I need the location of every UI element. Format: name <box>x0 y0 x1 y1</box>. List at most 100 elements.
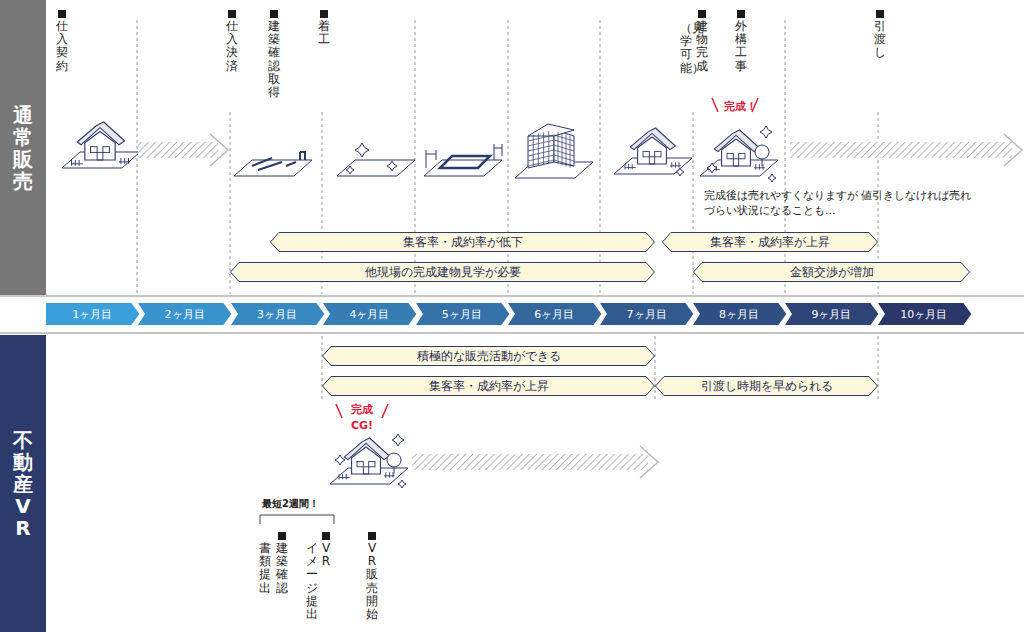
section-title: 通常販売 <box>13 104 33 192</box>
month-chevron: 7ヶ月目 <box>600 303 692 325</box>
sparkle <box>335 455 345 465</box>
month-chevron: 4ヶ月目 <box>323 303 415 325</box>
milestone-label: 建築確認 <box>276 542 288 595</box>
milestone-label: 仕入決済 <box>226 20 238 73</box>
band-label: 金額交渉が増加 <box>790 265 874 280</box>
effect-band: 他現場の完成建物見学が必要 <box>230 262 655 282</box>
grid-line <box>655 336 656 400</box>
sparkle <box>392 434 404 446</box>
milestone-label: 書類提出 <box>259 542 271 595</box>
month-label: 6ヶ月目 <box>534 307 574 322</box>
milestone-marker <box>698 10 706 18</box>
band-label: 集客率・成約率が上昇 <box>710 235 830 250</box>
tree-icon <box>387 453 401 467</box>
month-label: 2ヶ月目 <box>165 307 205 322</box>
sparkle <box>346 166 354 174</box>
band-label: 集客率・成約率が低下 <box>403 235 523 250</box>
sparkle <box>760 126 772 138</box>
effect-band: 集客率・成約率が上昇 <box>322 376 655 396</box>
completion-callout: 完成 CG! <box>345 402 379 434</box>
month-label: 10ヶ月目 <box>900 307 947 322</box>
band-label: 引渡し時期を早められる <box>701 379 833 394</box>
sparkle <box>355 143 369 157</box>
grid-line <box>137 20 138 294</box>
milestone-marker <box>320 10 328 18</box>
milestone-marker <box>737 10 745 18</box>
milestone-label: 建築確認取得 <box>268 20 280 99</box>
effect-band: 金額交渉が増加 <box>693 262 970 282</box>
month-chevron: 2ヶ月目 <box>138 303 230 325</box>
effect-band: 集客率・成約率が上昇 <box>662 232 878 252</box>
progress-arrow <box>138 142 218 158</box>
grid-line <box>693 112 694 294</box>
frame-icon <box>528 124 574 168</box>
milestone-marker <box>58 10 66 18</box>
month-chevron: 3ヶ月目 <box>231 303 323 325</box>
milestone-label: VR <box>320 542 332 568</box>
fence-icon <box>426 144 502 168</box>
progress-arrow <box>210 134 228 166</box>
month-label: 3ヶ月目 <box>257 307 297 322</box>
sparkle <box>768 174 776 182</box>
effect-band: 集客率・成約率が低下 <box>270 232 655 252</box>
foundation-icon <box>440 156 490 168</box>
month-chevron: 5ヶ月目 <box>416 303 508 325</box>
milestone-marker <box>368 532 376 540</box>
sparkle <box>676 168 684 176</box>
milestone-label: 建物完成 <box>696 20 708 73</box>
grid-line <box>508 20 509 294</box>
month-chevron: 1ヶ月目 <box>46 303 138 325</box>
progress-arrow <box>1004 134 1022 166</box>
lot-plot <box>515 162 593 178</box>
house-icon <box>625 128 681 169</box>
bracket <box>260 515 334 524</box>
divider-line <box>0 333 1024 334</box>
grid-line <box>230 112 231 294</box>
sparkle <box>398 480 406 488</box>
section-band: 不動産VR <box>0 335 46 632</box>
band-label: 他現場の完成建物見学が必要 <box>365 265 521 280</box>
lot-plot <box>234 160 312 176</box>
grid-line <box>785 20 786 294</box>
month-label: 9ヶ月目 <box>811 307 851 322</box>
milestone-marker <box>270 10 278 18</box>
milestone-label: 着工 <box>318 20 330 46</box>
band-label: 積極的な販売活動ができる <box>417 349 561 364</box>
month-label: 4ヶ月目 <box>349 307 389 322</box>
month-chevron: 8ヶ月目 <box>693 303 785 325</box>
materials-icon <box>252 152 306 170</box>
note-text: 完成後は売れやすくなりますが 値引きしなければ売れづらい状況になることも… <box>704 188 972 218</box>
house-icon <box>339 438 395 479</box>
note-text: 最短2週間！ <box>262 497 342 512</box>
sparkle <box>387 161 397 171</box>
section-title: 不動産VR <box>13 429 33 539</box>
progress-arrow <box>640 446 658 478</box>
progress-arrow <box>412 454 648 470</box>
band-label: 集客率・成約率が上昇 <box>429 379 549 394</box>
completion-callout: 完成！ <box>720 99 760 115</box>
month-chevron: 10ヶ月目 <box>878 303 970 325</box>
month-label: 7ヶ月目 <box>627 307 667 322</box>
milestone-label: 外構工事 <box>735 20 747 73</box>
month-chevron: 9ヶ月目 <box>785 303 877 325</box>
milestone-label: イメージ提出 <box>306 542 318 621</box>
divider-line <box>0 296 1024 297</box>
tree-icon <box>394 467 395 474</box>
sparkle <box>707 163 717 173</box>
effect-band: 積極的な販売活動ができる <box>322 346 655 366</box>
month-chevron: 6ヶ月目 <box>508 303 600 325</box>
month-label: 5ヶ月目 <box>442 307 482 322</box>
effect-band: 引渡し時期を早められる <box>655 376 878 396</box>
month-label: 1ヶ月目 <box>72 307 112 322</box>
month-label: 8ヶ月目 <box>719 307 759 322</box>
milestone-marker <box>876 10 884 18</box>
milestone-marker <box>322 532 330 540</box>
milestone-marker <box>228 10 236 18</box>
grid-line <box>322 336 323 400</box>
lot-plot <box>337 160 415 176</box>
tree-icon <box>762 159 763 166</box>
grid-line <box>600 20 601 294</box>
grid-line <box>878 336 879 400</box>
house-icon <box>72 122 131 166</box>
milestone-label: （見学可能） <box>680 22 692 75</box>
